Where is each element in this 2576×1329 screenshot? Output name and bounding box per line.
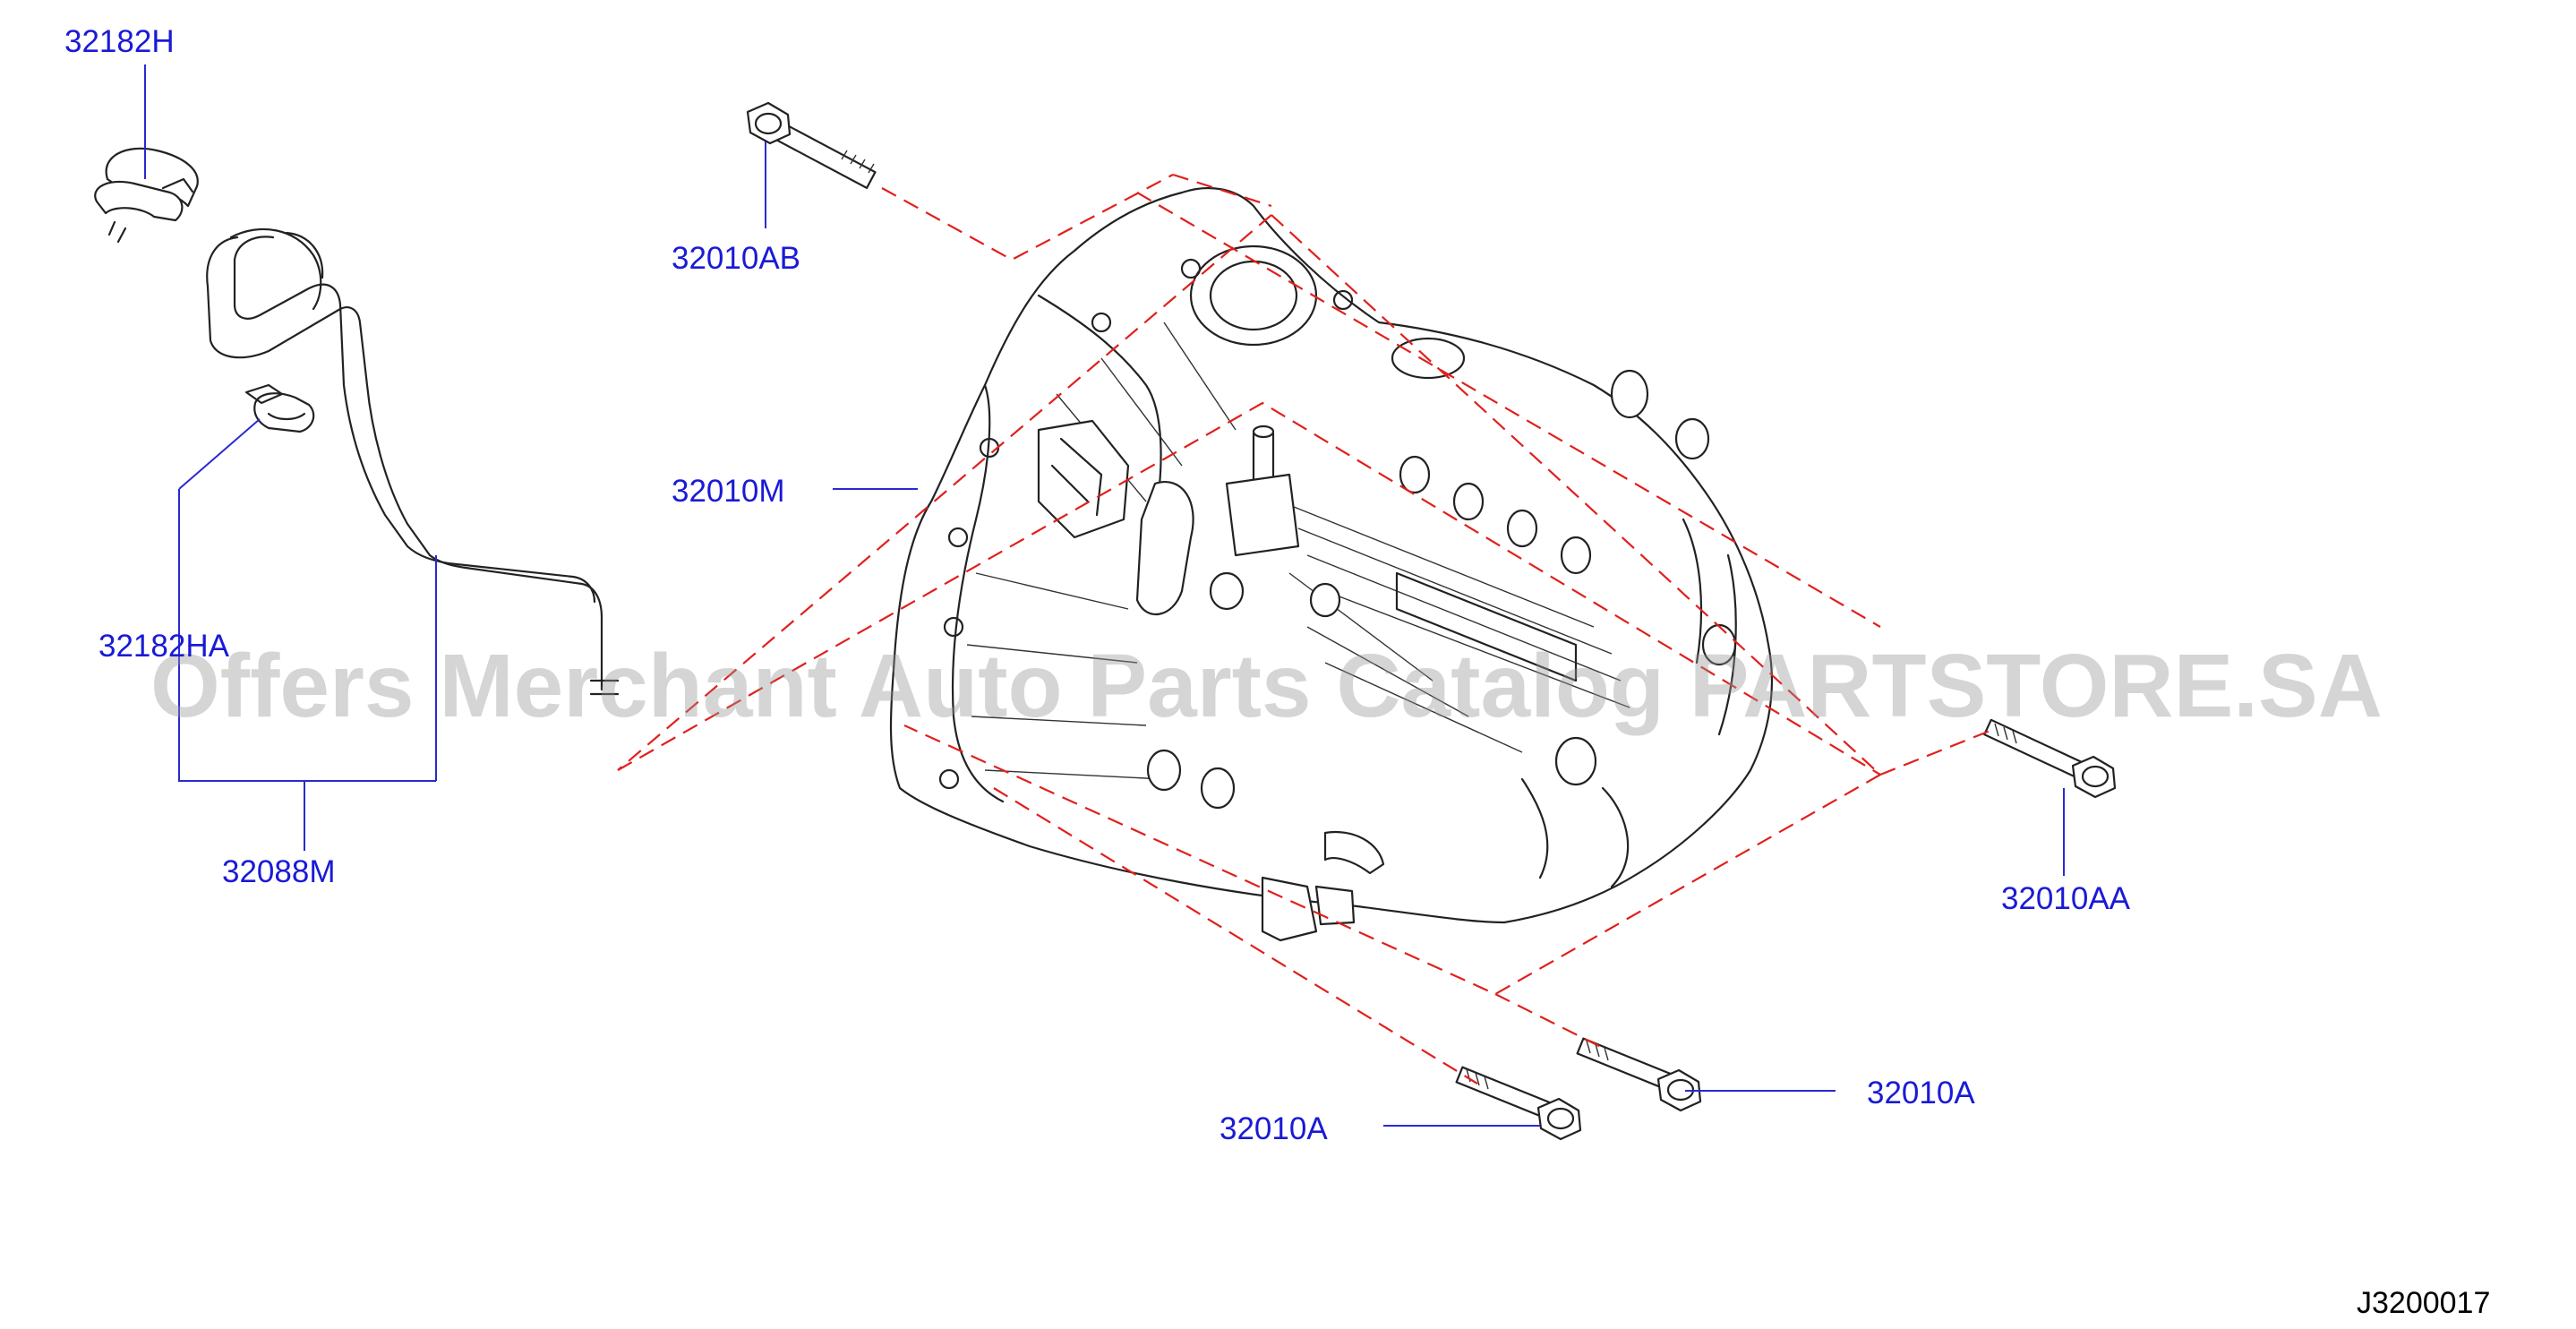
hose-clip-upper[interactable] <box>94 147 199 244</box>
leader-lines <box>144 64 2065 1127</box>
label-case[interactable]: 32010M <box>672 474 784 509</box>
label-bolt-bottom-right[interactable]: 32010A <box>1867 1076 1975 1110</box>
hose-clip-lower[interactable] <box>244 383 315 433</box>
bolt-32010AA[interactable] <box>1983 718 2117 799</box>
breather-hose[interactable] <box>206 227 620 696</box>
diagram-id: J3200017 <box>2357 1286 2490 1320</box>
label-clip-upper[interactable]: 32182H <box>64 24 175 59</box>
bolt-32010A-left[interactable] <box>1455 1066 1582 1141</box>
label-clip-lower[interactable]: 32182HA <box>98 629 230 664</box>
transmission-case[interactable] <box>889 186 1773 942</box>
bolt-32010A-right[interactable] <box>1576 1037 1702 1112</box>
watermark-text: Offers Merchant Auto Parts Catalog PARTS… <box>150 636 2383 736</box>
label-bolt-bottom-left[interactable]: 32010A <box>1220 1111 1328 1146</box>
label-bolt-right[interactable]: 32010AA <box>2001 881 2131 916</box>
label-bolt-top[interactable]: 32010AB <box>672 241 800 276</box>
label-hose[interactable]: 32088M <box>222 854 335 889</box>
bolt-32010AB[interactable] <box>746 101 877 189</box>
dashed-fitting-lines <box>617 173 1993 1085</box>
